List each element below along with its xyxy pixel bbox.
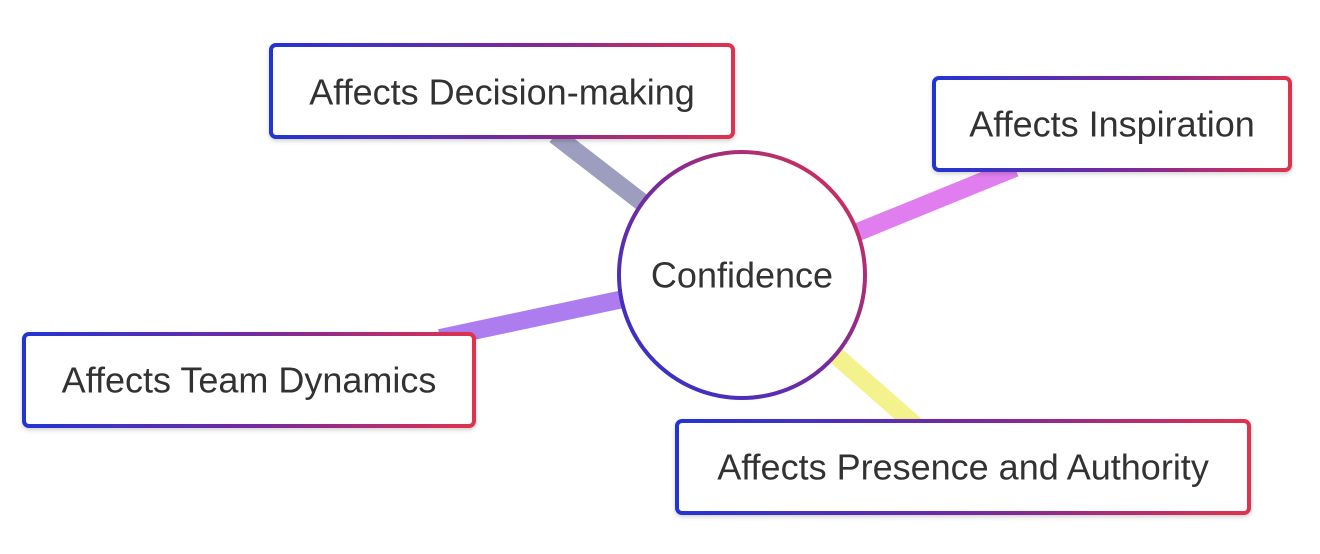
node-presence-authority[interactable]: Affects Presence and Authority bbox=[675, 419, 1251, 515]
node-presence-authority-label: Affects Presence and Authority bbox=[717, 447, 1209, 488]
node-decision-making-label: Affects Decision-making bbox=[309, 72, 695, 113]
link-decision-making bbox=[549, 127, 658, 218]
node-inspiration-label: Affects Inspiration bbox=[969, 104, 1255, 145]
link-presence-authority bbox=[826, 345, 921, 432]
node-decision-making[interactable]: Affects Decision-making bbox=[269, 43, 735, 139]
center-node-label: Confidence bbox=[651, 255, 833, 296]
link-team-dynamics bbox=[438, 289, 630, 347]
node-team-dynamics-label: Affects Team Dynamics bbox=[62, 360, 437, 401]
link-inspiration bbox=[844, 159, 1019, 245]
node-inspiration[interactable]: Affects Inspiration bbox=[932, 76, 1292, 172]
center-node[interactable]: Confidence bbox=[617, 150, 867, 400]
node-team-dynamics[interactable]: Affects Team Dynamics bbox=[22, 332, 476, 428]
